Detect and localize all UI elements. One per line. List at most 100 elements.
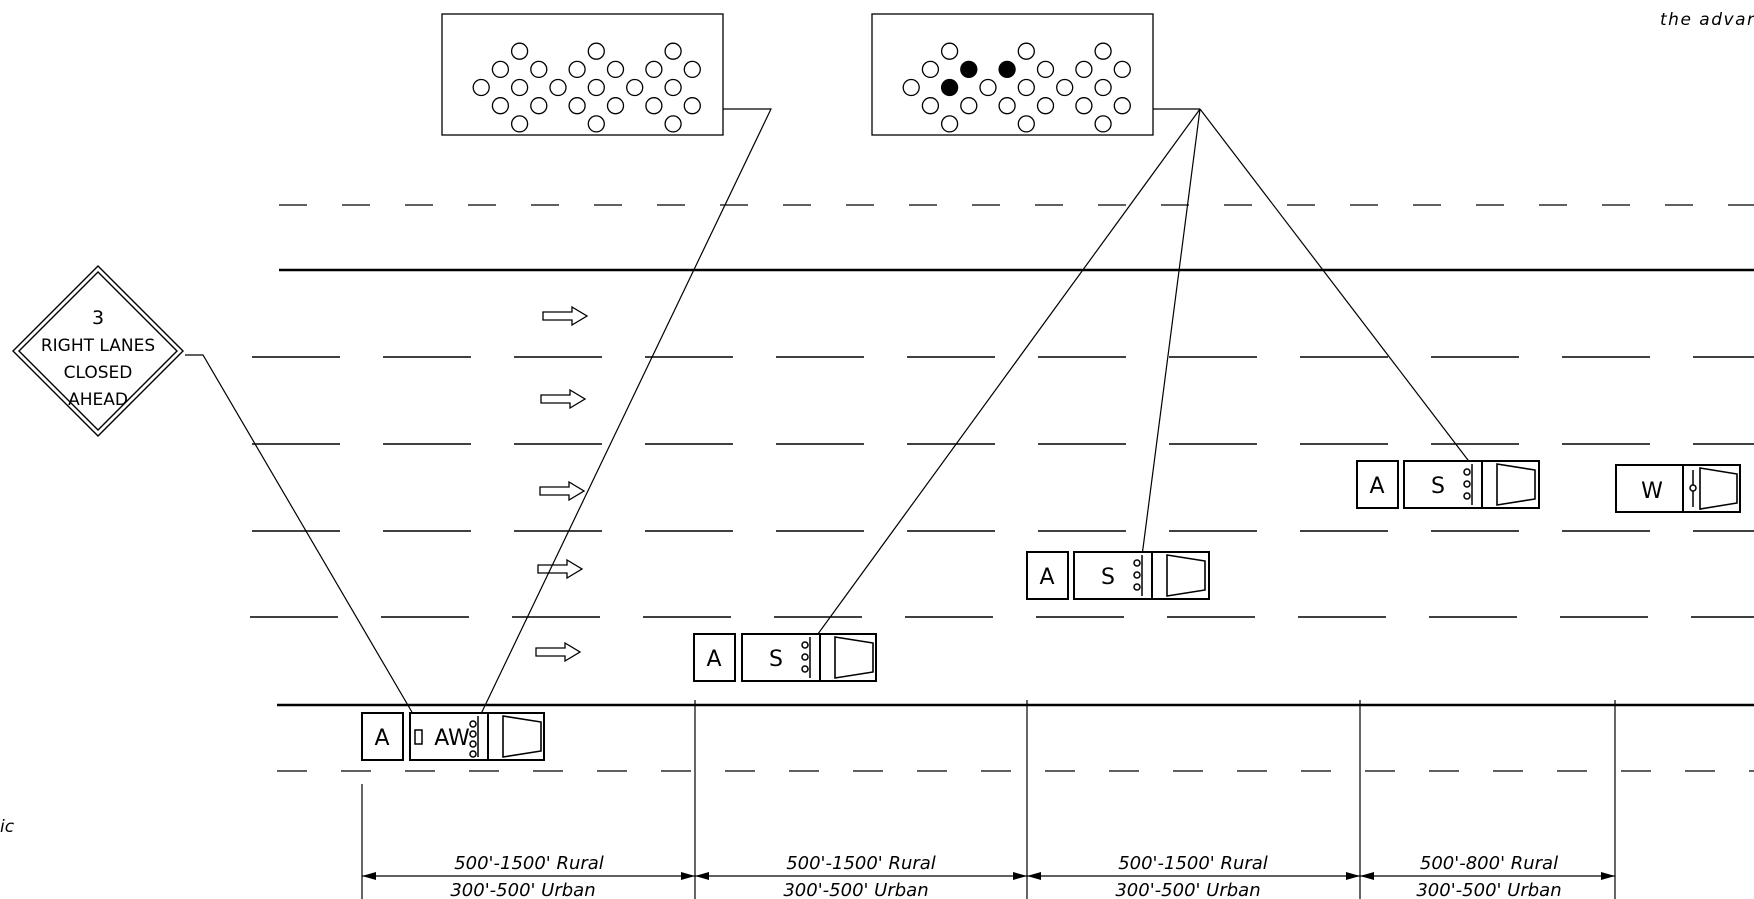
lamp-unlit-icon xyxy=(1094,115,1112,133)
light-bar-icon xyxy=(1689,470,1697,507)
leader-line-board2-b xyxy=(1141,108,1201,557)
attenuator-box xyxy=(693,633,736,682)
sign-line-1: 3 xyxy=(92,307,104,329)
lamp-unlit-icon xyxy=(626,78,644,97)
traffic-arrows xyxy=(535,305,589,663)
windshield-icon xyxy=(502,715,542,758)
truck-s-3: A S xyxy=(1356,460,1540,509)
lamp-unlit-icon xyxy=(940,115,959,133)
dimension-urban-label: 300'-500' Urban xyxy=(450,880,595,899)
lamp-unlit-icon xyxy=(960,97,978,115)
arrowhead-icon xyxy=(1027,872,1041,880)
lamp-unlit-icon xyxy=(510,42,529,60)
arrowhead-icon xyxy=(1013,872,1027,880)
leader-lines xyxy=(185,108,1472,720)
lamp-unlit-icon xyxy=(664,78,682,97)
lamp-unlit-icon xyxy=(491,60,510,79)
arrowhead-icon xyxy=(1346,872,1360,880)
sign-mount-icon xyxy=(414,729,423,745)
arrowhead-icon xyxy=(362,872,376,880)
lamp-unlit-icon xyxy=(1075,60,1093,79)
arrow-board-lamps xyxy=(472,42,701,133)
traffic-arrow-icon xyxy=(537,558,584,580)
truck-code-label: AW xyxy=(434,726,470,751)
leader-line-board2-c xyxy=(1199,108,1472,465)
lamp-unlit-icon xyxy=(645,60,663,79)
leader-line-sign xyxy=(185,354,417,720)
lamp-unlit-icon xyxy=(1017,115,1035,133)
truck-code-label: W xyxy=(1641,479,1663,504)
attenuator-box xyxy=(1356,460,1399,509)
truck-code-label: S xyxy=(1101,565,1115,590)
left-edge-partial-text: ic xyxy=(0,817,15,837)
windshield-icon xyxy=(834,636,874,679)
arrow-board-2 xyxy=(871,13,1154,136)
dimension-lines xyxy=(361,700,1616,899)
arrowhead-icon xyxy=(681,872,695,880)
dimension-rural-label: 500'-1500' Rural xyxy=(786,853,936,874)
lamp-unlit-icon xyxy=(510,115,529,133)
traffic-arrow-icon xyxy=(539,480,586,502)
attenuator-box xyxy=(1026,551,1069,600)
dimension-rural-label: 500'-800' Rural xyxy=(1420,853,1558,874)
arrow-panel-icon xyxy=(1463,464,1473,505)
truck-w: W xyxy=(1615,464,1741,513)
lamp-lit-icon xyxy=(960,60,978,79)
lamp-unlit-icon xyxy=(645,97,663,115)
lamp-unlit-icon xyxy=(940,42,959,60)
lamp-unlit-icon xyxy=(472,78,490,97)
lamp-unlit-icon xyxy=(510,78,529,97)
lamp-unlit-icon xyxy=(606,60,625,79)
truck-aw: A AW xyxy=(361,712,545,761)
sign-inner-border xyxy=(18,271,178,431)
sign-line-3: CLOSED xyxy=(64,363,133,383)
dimension-rural-label: 500'-1500' Rural xyxy=(1118,853,1268,874)
arrow-panel-icon xyxy=(469,716,479,758)
attenuator-box xyxy=(361,712,404,761)
lamp-unlit-icon xyxy=(568,97,586,115)
lamp-unlit-icon xyxy=(1113,97,1131,115)
arrowhead-icon xyxy=(695,872,709,880)
top-right-partial-text: the advar xyxy=(1660,10,1754,30)
arrowhead-icon xyxy=(1360,872,1374,880)
lamp-unlit-icon xyxy=(491,97,510,115)
windshield-icon xyxy=(1496,463,1536,506)
lamp-unlit-icon xyxy=(1094,78,1112,97)
traffic-arrow-icon xyxy=(540,388,587,410)
attenuator-label: A xyxy=(374,726,389,751)
leader-line-board1 xyxy=(479,108,772,717)
lamp-unlit-icon xyxy=(1094,42,1112,60)
lamp-unlit-icon xyxy=(1036,60,1055,79)
lamp-unlit-icon xyxy=(921,97,940,115)
warning-sign: 3 RIGHT LANES CLOSED AHEAD xyxy=(12,265,184,437)
truck-code-label: S xyxy=(769,647,783,672)
lamp-unlit-icon xyxy=(664,42,682,60)
lamp-unlit-icon xyxy=(587,115,605,133)
lamp-unlit-icon xyxy=(530,97,548,115)
lamp-unlit-icon xyxy=(568,60,586,79)
leader-line-board2-a xyxy=(814,108,1201,639)
lamp-unlit-icon xyxy=(902,78,920,97)
lamp-lit-icon xyxy=(998,60,1016,79)
lamp-unlit-icon xyxy=(587,78,605,97)
dimension-urban-label: 300'-500' Urban xyxy=(1115,880,1260,899)
traffic-arrow-icon xyxy=(542,305,589,327)
dimension-urban-label: 300'-500' Urban xyxy=(783,880,928,899)
arrow-board-1 xyxy=(441,13,724,136)
sign-line-2: RIGHT LANES xyxy=(41,336,155,356)
truck-s-2: A S xyxy=(1026,551,1210,600)
lamp-unlit-icon xyxy=(549,78,567,97)
arrow-panel-icon xyxy=(801,637,811,678)
arrowhead-icon xyxy=(1601,872,1615,880)
lamp-unlit-icon xyxy=(606,97,625,115)
lamp-unlit-icon xyxy=(530,60,548,79)
attenuator-label: A xyxy=(706,647,721,672)
sign-line-4: AHEAD xyxy=(68,390,128,410)
dimension-labels: 500'-1500' Rural 300'-500' Urban 500'-15… xyxy=(450,853,1561,899)
attenuator-label: A xyxy=(1369,474,1384,499)
lamp-unlit-icon xyxy=(1056,78,1074,97)
lamp-unlit-icon xyxy=(683,60,701,79)
lamp-unlit-icon xyxy=(1017,78,1035,97)
lamp-unlit-icon xyxy=(1075,97,1093,115)
